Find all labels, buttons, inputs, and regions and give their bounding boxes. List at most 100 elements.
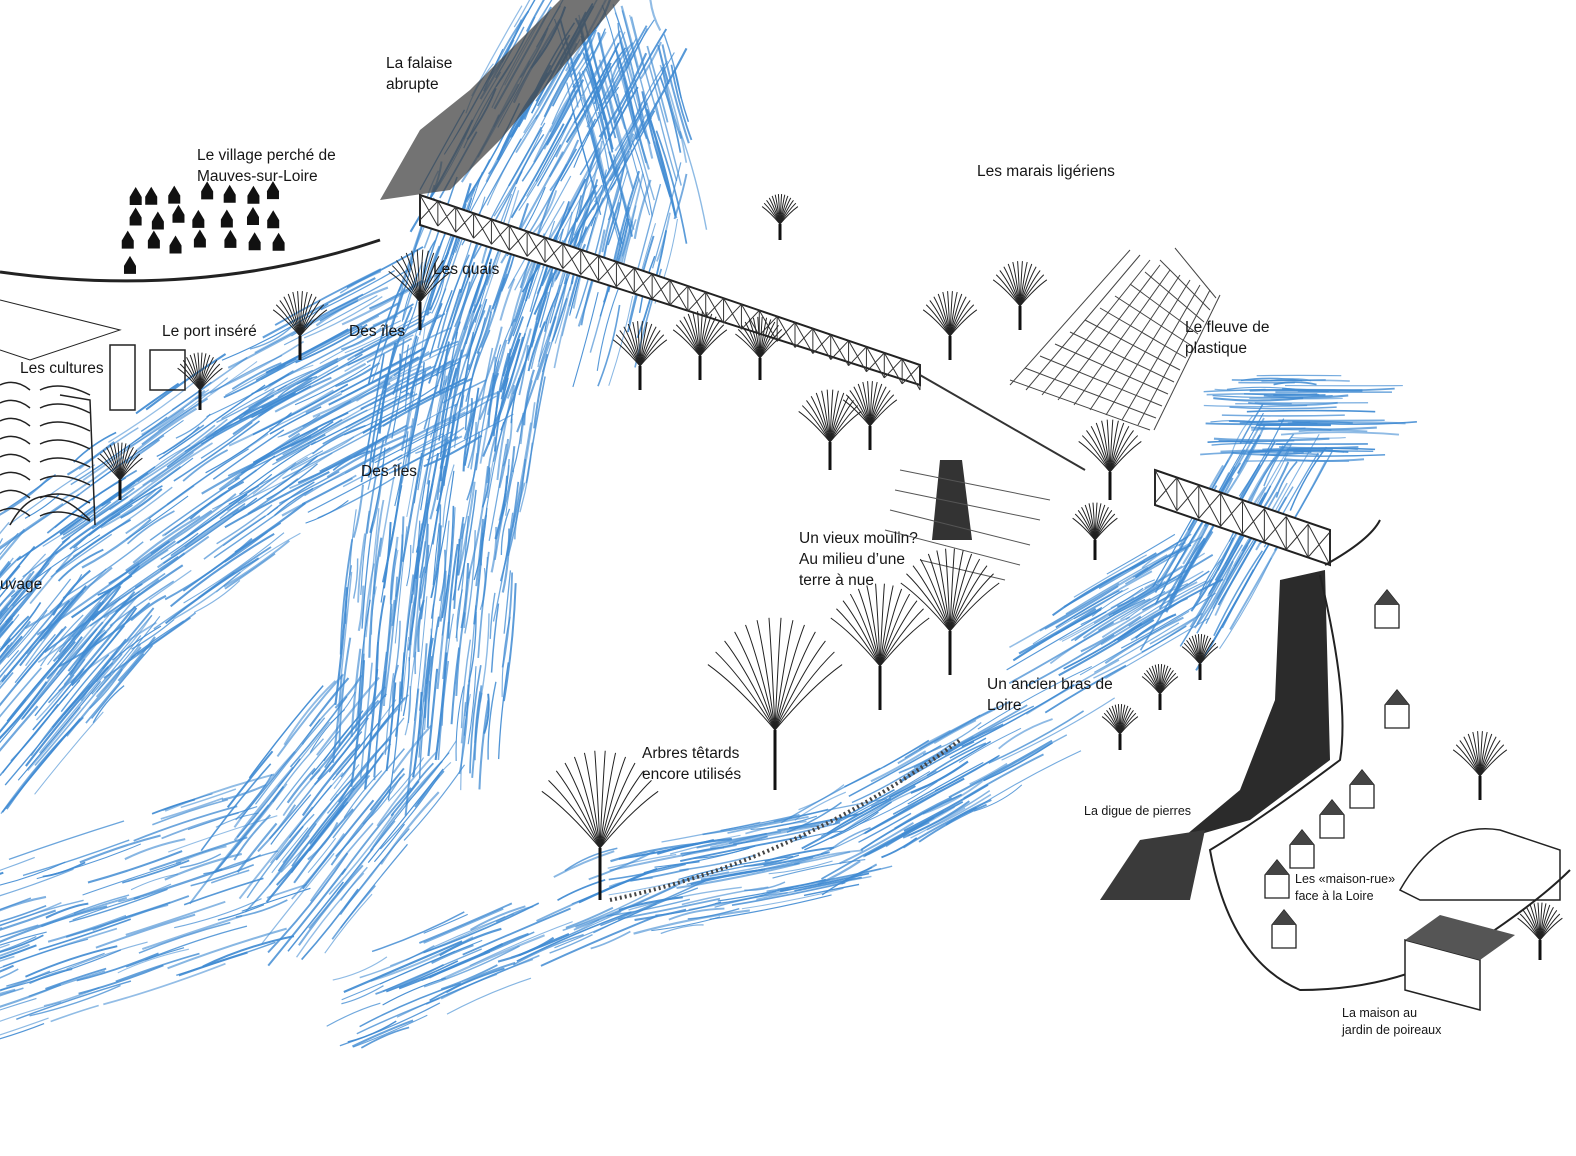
water-stroke	[651, 162, 682, 269]
water-stroke	[803, 883, 860, 897]
water-stroke	[0, 538, 4, 545]
village-house	[172, 204, 185, 223]
water-stroke	[277, 357, 339, 392]
water-stroke	[500, 508, 511, 556]
water-stroke	[91, 466, 182, 530]
water-stroke	[456, 589, 463, 642]
water-stroke	[438, 404, 457, 493]
water-stroke	[1131, 533, 1192, 570]
water-stroke	[28, 968, 73, 985]
water-stroke	[96, 615, 161, 693]
tree	[1517, 902, 1563, 960]
water-stroke	[609, 844, 737, 872]
water-stroke	[82, 861, 182, 896]
water-stroke	[440, 331, 458, 422]
water-stroke	[944, 705, 1035, 756]
water-stroke	[125, 438, 160, 465]
water-stroke	[0, 555, 22, 579]
water-stroke	[582, 52, 608, 140]
water-stroke	[446, 977, 532, 1015]
village-house	[220, 209, 233, 228]
water-stroke	[257, 376, 332, 418]
water-stroke	[167, 927, 287, 970]
water-stroke	[0, 553, 55, 620]
water-stroke	[57, 548, 104, 582]
water-stroke	[0, 528, 26, 561]
water-stroke	[32, 668, 85, 731]
water-stroke	[472, 258, 493, 313]
water-stroke	[1273, 381, 1317, 386]
label-line: face à la Loire	[1295, 889, 1374, 903]
water-stroke	[341, 787, 412, 875]
water-stroke	[655, 130, 688, 244]
water-stroke	[283, 295, 378, 346]
tree	[272, 291, 328, 360]
water-stroke	[265, 804, 345, 903]
water-stroke	[839, 822, 914, 865]
water-stroke	[676, 862, 800, 890]
water-stroke	[349, 509, 357, 575]
water-stroke	[773, 798, 887, 823]
water-stroke	[236, 822, 278, 873]
water-stroke	[612, 4, 644, 118]
water-stroke	[506, 328, 532, 399]
tree	[922, 291, 978, 360]
water-stroke	[590, 169, 607, 227]
water-stroke	[463, 387, 480, 466]
water-stroke	[1001, 697, 1116, 761]
water-stroke	[607, 98, 635, 190]
water-stroke	[883, 729, 951, 768]
water-stroke	[100, 488, 157, 529]
water-stroke	[371, 911, 465, 953]
water-stroke	[72, 896, 140, 921]
water-stroke	[156, 505, 246, 569]
water-stroke	[307, 837, 337, 874]
water-stroke	[76, 952, 159, 982]
water-stroke	[628, 886, 742, 911]
water-stroke	[1214, 412, 1264, 499]
water-stroke	[80, 595, 133, 658]
water-stroke	[343, 770, 383, 819]
water-stroke	[502, 418, 513, 467]
water-stroke	[45, 967, 107, 990]
water-stroke	[577, 149, 598, 216]
label-line: Un ancien bras de	[987, 676, 1113, 693]
label-line: terre à nue	[799, 572, 874, 589]
water-stroke	[402, 326, 452, 354]
water-stroke	[182, 522, 282, 592]
water-stroke	[1196, 556, 1242, 634]
water-stroke	[1263, 394, 1349, 399]
water-stroke	[1079, 610, 1190, 676]
water-stroke	[216, 504, 273, 545]
water-stroke	[219, 396, 269, 433]
water-stroke	[926, 742, 987, 777]
water-stroke	[0, 968, 19, 979]
water-stroke	[29, 984, 121, 1017]
water-stroke	[655, 102, 678, 182]
water-stroke	[269, 406, 322, 435]
water-stroke	[881, 837, 918, 859]
water-stroke	[317, 693, 387, 780]
water-stroke	[511, 402, 536, 529]
water-stroke	[998, 718, 1053, 750]
trees	[97, 194, 1563, 960]
water-stroke	[548, 75, 607, 178]
water-stroke	[589, 280, 611, 353]
water-stroke	[295, 323, 368, 364]
water-stroke	[452, 538, 460, 601]
water-stroke	[126, 510, 175, 545]
water-stroke	[59, 466, 156, 535]
water-stroke	[493, 377, 509, 452]
water-stroke	[445, 196, 486, 313]
water-stroke	[0, 909, 57, 931]
water-stroke	[329, 268, 410, 312]
water-stroke	[499, 481, 520, 582]
water-stroke	[1261, 379, 1350, 382]
water-stroke	[391, 664, 399, 713]
water-stroke	[518, 345, 529, 396]
village-house	[121, 230, 134, 249]
water-stroke	[412, 353, 468, 384]
water-stroke	[374, 408, 477, 464]
